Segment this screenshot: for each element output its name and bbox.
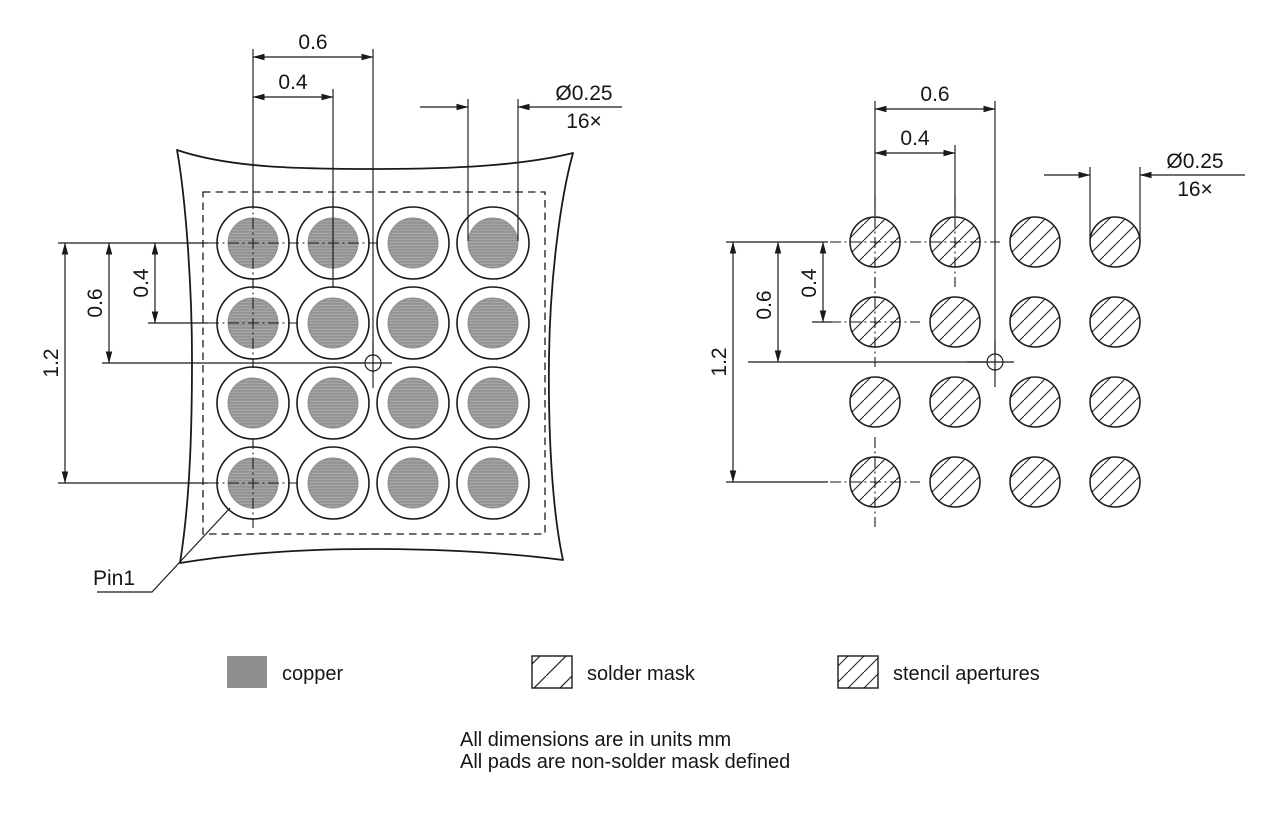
copper-pad <box>467 297 519 349</box>
copper-pad <box>387 457 439 509</box>
copper-pad <box>387 377 439 429</box>
right-top-dimensions: 0.6 0.4 Ø0.25 16× <box>874 83 1245 353</box>
stencil-aperture <box>1089 216 1141 268</box>
dim-aperture-count: 16× <box>1177 178 1213 201</box>
stencil-aperture <box>1009 216 1061 268</box>
left-view-land-pattern: 0.6 0.4 Ø0.25 16× 1.2 0.6 0.4 Pin1 <box>40 31 622 593</box>
dim-row-total: 1.2 <box>708 347 731 376</box>
copper-pad <box>307 297 359 349</box>
stencil-aperture <box>929 296 981 348</box>
copper-pad <box>387 217 439 269</box>
courtyard-outline <box>202 191 546 535</box>
copper-pad <box>467 457 519 509</box>
copper-pad <box>467 217 519 269</box>
solder-mask-region <box>176 149 574 564</box>
legend-solder-mask-label: solder mask <box>587 663 696 685</box>
stencil-aperture <box>1009 296 1061 348</box>
stencil-aperture <box>1089 296 1141 348</box>
dim-pad-count: 16× <box>566 110 602 133</box>
stencil-aperture <box>1089 456 1141 508</box>
stencil-aperture <box>1089 376 1141 428</box>
legend-copper-label: copper <box>282 663 343 685</box>
dim-col-span: 0.6 <box>920 83 949 106</box>
dim-row-span: 0.6 <box>753 290 776 319</box>
dim-pad-diameter: Ø0.25 <box>555 82 612 105</box>
pin1-callout: Pin1 <box>93 507 231 593</box>
dim-row-total: 1.2 <box>40 348 63 377</box>
right-view-stencil-pattern: 0.6 0.4 Ø0.25 16× 1.2 0.6 0.4 <box>708 83 1245 527</box>
left-top-dimensions: 0.6 0.4 Ø0.25 16× <box>252 31 622 354</box>
dim-row-span: 0.6 <box>84 288 107 317</box>
dim-col-pitch: 0.4 <box>278 71 308 94</box>
note-nsmd: All pads are non-solder mask defined <box>460 751 790 773</box>
legend-solder-mask-swatch <box>531 655 573 689</box>
left-pads-group <box>216 206 530 520</box>
legend-copper-swatch <box>227 656 267 688</box>
drawing-notes: All dimensions are in units mm All pads … <box>460 729 790 773</box>
note-units: All dimensions are in units mm <box>460 729 731 751</box>
pin1-label: Pin1 <box>93 567 135 590</box>
copper-pad <box>307 457 359 509</box>
legend: copper solder mask stencil apertures <box>227 655 1040 689</box>
stencil-aperture <box>1009 376 1061 428</box>
stencil-aperture <box>1009 456 1061 508</box>
dim-row-pitch: 0.4 <box>798 268 821 298</box>
dim-row-pitch: 0.4 <box>130 268 153 298</box>
stencil-aperture <box>849 376 901 428</box>
dim-col-pitch: 0.4 <box>900 127 930 150</box>
right-side-dimensions: 1.2 0.6 0.4 <box>708 241 986 483</box>
dim-aperture-diameter: Ø0.25 <box>1166 150 1223 173</box>
legend-stencil-label: stencil apertures <box>893 663 1040 685</box>
copper-pad <box>387 297 439 349</box>
legend-stencil-swatch <box>837 655 879 689</box>
left-side-dimensions: 1.2 0.6 0.4 <box>40 242 364 484</box>
copper-pad <box>467 377 519 429</box>
stencil-aperture <box>929 456 981 508</box>
copper-pad <box>307 377 359 429</box>
stencil-aperture <box>929 376 981 428</box>
copper-pad <box>227 377 279 429</box>
dim-col-span: 0.6 <box>298 31 327 54</box>
origin-marker-icon <box>967 341 1014 387</box>
pin1-leader-line <box>97 507 231 593</box>
